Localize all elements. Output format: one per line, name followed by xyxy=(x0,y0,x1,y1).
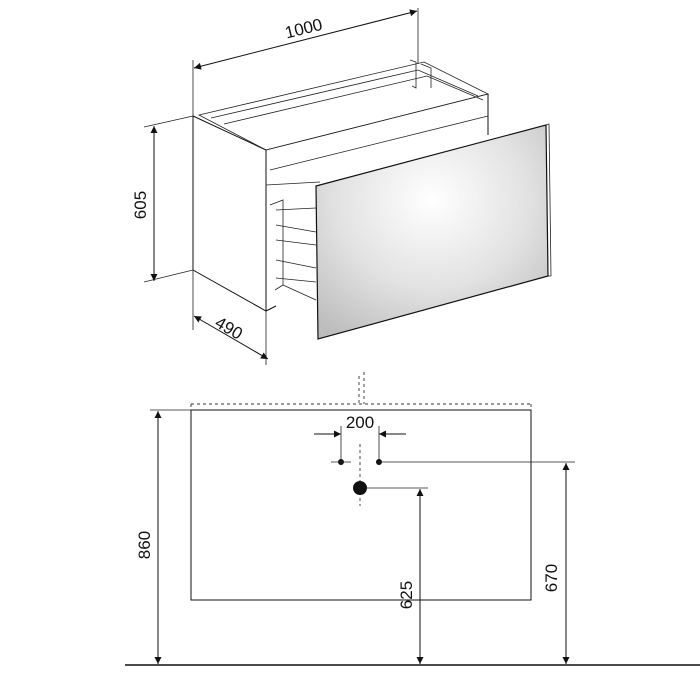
depth-label: 490 xyxy=(212,313,246,344)
isometric-view: 1000 605 490 xyxy=(131,8,552,365)
front-view: 200 670 625 860 xyxy=(125,372,700,666)
total-height-dimension: 860 xyxy=(135,409,191,664)
drain-height-label: 625 xyxy=(397,581,416,609)
hole-height-label: 670 xyxy=(542,564,561,592)
cabinet-body xyxy=(192,59,490,312)
drawer-interior-rail-2 xyxy=(275,224,317,233)
cabinet-top-inner-edge xyxy=(210,69,479,119)
height-extension-top xyxy=(143,115,194,128)
height-label: 605 xyxy=(131,191,150,219)
drawer-front-glass xyxy=(315,124,549,340)
drain-hole xyxy=(353,481,367,495)
drawer-interior-rail-4 xyxy=(275,259,317,269)
drawer-interior-rail-3 xyxy=(275,239,317,246)
drawer-interior-rail-5 xyxy=(275,277,317,283)
drawer-interior-rail xyxy=(275,207,317,211)
hole-spacing-dimension: 200 xyxy=(314,413,406,462)
cabinet-top-frame xyxy=(197,61,490,151)
tap-marker xyxy=(358,372,365,404)
interior-shelf-edge-2 xyxy=(265,181,321,186)
drain-height-dimension: 625 xyxy=(367,487,428,664)
interior-shelf-edge xyxy=(269,115,489,171)
width-dimension-line xyxy=(193,9,418,70)
depth-dimension-line xyxy=(193,315,269,360)
drawer-interior-bottom xyxy=(282,284,317,301)
hole-height-dimension: 670 xyxy=(379,461,575,664)
width-dimension: 1000 xyxy=(192,8,419,116)
drawer-interior-left xyxy=(269,199,284,291)
cabinet-top-inner-edge-2 xyxy=(223,75,484,125)
height-extension-bottom xyxy=(143,269,194,283)
interior-edge xyxy=(265,93,489,151)
height-dimension: 605 xyxy=(131,115,194,283)
cabinet-front xyxy=(190,409,532,601)
hole-spacing-label: 200 xyxy=(346,413,374,432)
width-label: 1000 xyxy=(283,15,324,43)
drawer-front-edge xyxy=(545,123,552,277)
cabinet-side-panel xyxy=(192,115,267,312)
total-height-label: 860 xyxy=(135,531,154,559)
depth-dimension: 490 xyxy=(192,270,269,365)
wall-bracket-2 xyxy=(420,63,432,88)
cabinet-bottom-edge xyxy=(265,305,277,312)
